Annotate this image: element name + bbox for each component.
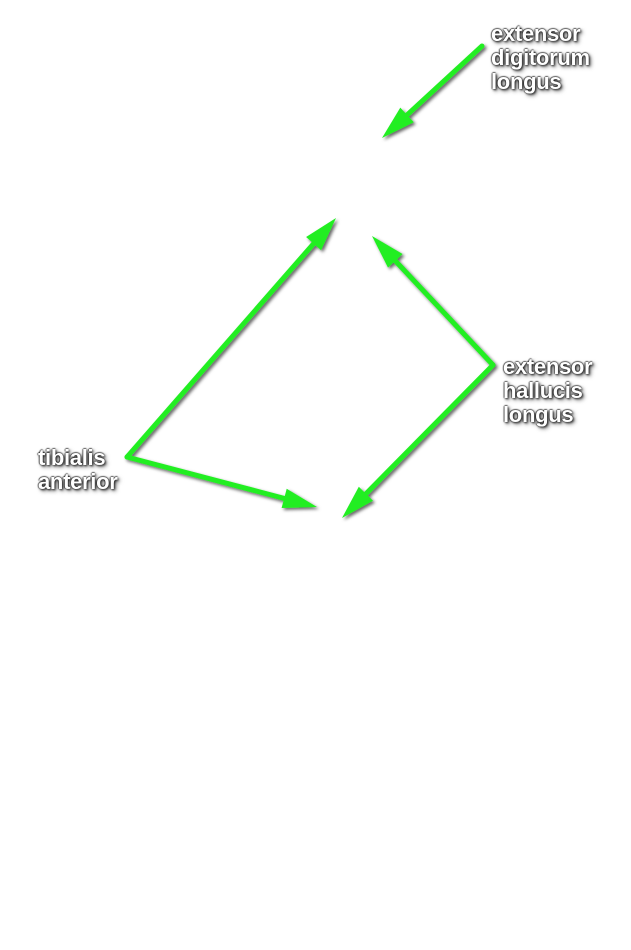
arrow-extensor-hallucis-longus-lower bbox=[342, 362, 496, 518]
label-line: anterior bbox=[38, 469, 118, 494]
label-line: longus bbox=[491, 69, 562, 94]
arrow-tibialis-anterior-upper bbox=[124, 218, 336, 460]
arrow-shaft bbox=[391, 256, 496, 368]
arrow-extensor-digitorum-longus bbox=[382, 43, 485, 138]
label-line: longus bbox=[503, 402, 574, 427]
label-extensor-hallucis-longus: extensor hallucis longus bbox=[503, 354, 593, 427]
label-extensor-digitorum-longus: extensor digitorum longus bbox=[491, 22, 590, 94]
arrow-tibialis-anterior-lower bbox=[124, 454, 317, 508]
label-tibialis-anterior: tibialis anterior bbox=[38, 446, 118, 494]
arrow-shaft bbox=[403, 43, 485, 119]
arrow-head bbox=[372, 236, 403, 268]
arrow-shaft bbox=[361, 362, 496, 498]
arrow-head bbox=[281, 488, 317, 508]
label-line: extensor bbox=[503, 354, 593, 379]
label-line: tibialis bbox=[38, 445, 106, 470]
label-line: digitorum bbox=[491, 45, 590, 70]
arrow-head bbox=[342, 486, 373, 518]
arrow-shaft bbox=[124, 454, 289, 502]
arrow-head bbox=[382, 107, 414, 138]
arrow-extensor-hallucis-longus-upper bbox=[372, 236, 496, 368]
label-line: hallucis bbox=[503, 378, 583, 403]
label-line: extensor bbox=[491, 21, 581, 46]
arrow-head bbox=[306, 218, 336, 251]
arrow-shaft bbox=[124, 239, 318, 460]
